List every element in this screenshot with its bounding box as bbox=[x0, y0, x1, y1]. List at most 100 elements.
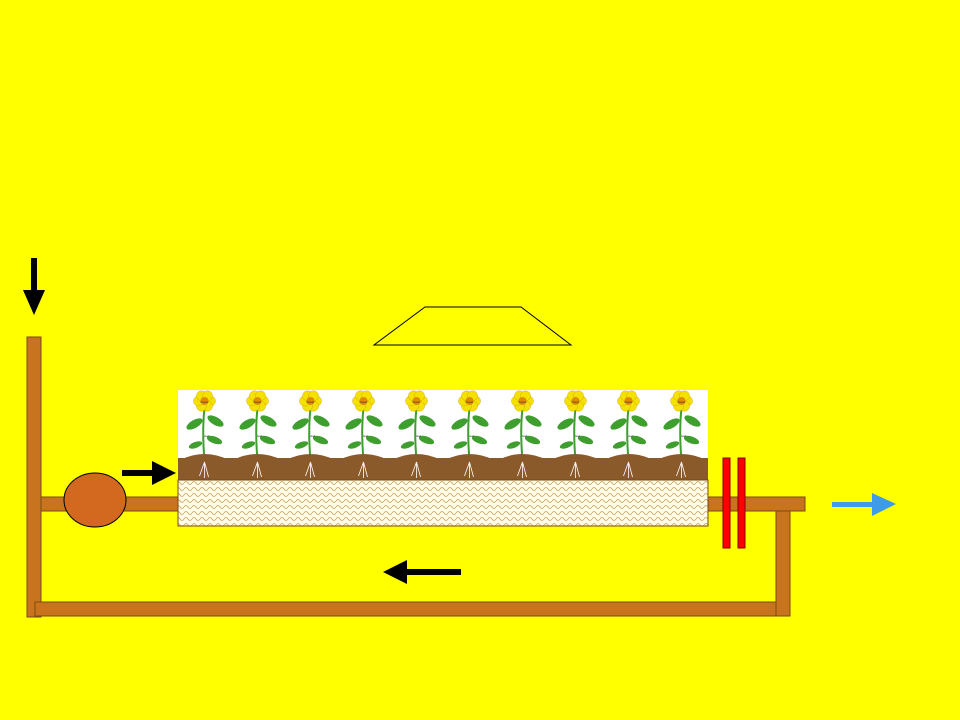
leaf-label: leaf bbox=[522, 434, 527, 438]
leaf-label: leaf bbox=[204, 434, 209, 438]
roots bbox=[676, 461, 686, 478]
roots bbox=[464, 461, 474, 478]
flower-label: flower bbox=[200, 400, 208, 404]
leaf-shape bbox=[453, 441, 468, 449]
outlet-arrow-right-icon bbox=[832, 493, 896, 516]
leaf-shape bbox=[504, 418, 521, 430]
leaf-shape bbox=[630, 435, 647, 445]
leaf-shape bbox=[578, 415, 595, 427]
plant: flower leaf bbox=[239, 390, 277, 471]
leaf-label: leaf bbox=[416, 434, 421, 438]
leaf-shape bbox=[345, 418, 362, 430]
leaf-shape bbox=[471, 435, 488, 445]
flower-center bbox=[412, 397, 421, 405]
inlet-arrow-down-icon bbox=[23, 258, 45, 315]
leaf-shape bbox=[557, 418, 574, 430]
leaf-label: leaf bbox=[628, 434, 633, 438]
leaf-shape bbox=[292, 418, 309, 430]
leaf-shape bbox=[525, 415, 542, 427]
left-riser-pipe bbox=[26, 336, 42, 618]
flower-label: flower bbox=[412, 400, 420, 404]
flower-label: flower bbox=[677, 400, 685, 404]
leaf-label: leaf bbox=[257, 434, 262, 438]
soil-mound bbox=[339, 454, 388, 460]
leaf-shape bbox=[419, 415, 436, 427]
leaf-shape bbox=[577, 435, 594, 445]
soil-mound bbox=[286, 454, 335, 460]
soil-mound bbox=[604, 454, 653, 460]
roots bbox=[252, 461, 262, 478]
growing-bed: flower leaf flower leaf flower leaf flower leaf… bbox=[177, 390, 709, 527]
flower-label: flower bbox=[624, 400, 632, 404]
soil-mound bbox=[445, 454, 494, 460]
leaf-shape bbox=[259, 435, 276, 445]
leaf-shape bbox=[347, 441, 362, 449]
flower-center bbox=[518, 397, 527, 405]
leaf-shape bbox=[610, 418, 627, 430]
flower-center bbox=[465, 397, 474, 405]
leaf-shape bbox=[365, 435, 382, 445]
roots bbox=[623, 461, 633, 478]
leaf-label: leaf bbox=[310, 434, 315, 438]
leaf-shape bbox=[612, 441, 627, 449]
leaf-shape bbox=[241, 441, 256, 449]
flower-center bbox=[200, 397, 209, 405]
leaf-shape bbox=[524, 435, 541, 445]
flower-center bbox=[359, 397, 368, 405]
leaf-shape bbox=[313, 415, 330, 427]
leaf-label: leaf bbox=[575, 434, 580, 438]
leaf-shape bbox=[398, 418, 415, 430]
leaf-shape bbox=[559, 441, 574, 449]
flower-label: flower bbox=[518, 400, 526, 404]
leaf-shape bbox=[472, 415, 489, 427]
leaf-shape bbox=[366, 415, 383, 427]
leaf-shape bbox=[663, 418, 680, 430]
trapezoid-shape bbox=[372, 306, 573, 346]
gravel-layer bbox=[177, 479, 709, 527]
right-down-pipe bbox=[775, 507, 791, 617]
roots bbox=[305, 461, 315, 478]
roots bbox=[199, 461, 209, 478]
leaf-shape bbox=[260, 415, 277, 427]
soil-mound bbox=[392, 454, 441, 460]
soil-mound bbox=[551, 454, 600, 460]
plant: flower leaf bbox=[610, 390, 648, 471]
leaf-shape bbox=[451, 418, 468, 430]
leaf-shape bbox=[186, 418, 203, 430]
roots bbox=[358, 461, 368, 478]
leaf-shape bbox=[206, 435, 223, 445]
plant: flower leaf bbox=[557, 390, 595, 471]
leaf-shape bbox=[294, 441, 309, 449]
flower-center bbox=[677, 397, 686, 405]
leaf-shape bbox=[683, 435, 700, 445]
flower-label: flower bbox=[253, 400, 261, 404]
leaf-label: leaf bbox=[681, 434, 686, 438]
leaf-shape bbox=[188, 441, 203, 449]
roots bbox=[411, 461, 421, 478]
leaf-shape bbox=[506, 441, 521, 449]
pump-icon bbox=[63, 472, 127, 528]
leaf-label: leaf bbox=[469, 434, 474, 438]
flower-label: flower bbox=[359, 400, 367, 404]
root-bumps bbox=[180, 454, 706, 478]
valve-icon bbox=[722, 457, 746, 549]
leaf-label: leaf bbox=[363, 434, 368, 438]
plant: flower leaf bbox=[451, 390, 489, 471]
leaf-shape bbox=[312, 435, 329, 445]
flower-label: flower bbox=[465, 400, 473, 404]
flower-center bbox=[571, 397, 580, 405]
flower-center bbox=[253, 397, 262, 405]
roots bbox=[517, 461, 527, 478]
flower-center bbox=[306, 397, 315, 405]
roots bbox=[570, 461, 580, 478]
flower-label: flower bbox=[571, 400, 579, 404]
flow-arrow-right-icon bbox=[122, 461, 176, 485]
plant: flower leaf bbox=[186, 390, 224, 471]
soil-mound bbox=[180, 454, 229, 460]
leaf-shape bbox=[684, 415, 701, 427]
soil-mound bbox=[498, 454, 547, 460]
leaf-shape bbox=[239, 418, 256, 430]
plant: flower leaf bbox=[398, 390, 436, 471]
